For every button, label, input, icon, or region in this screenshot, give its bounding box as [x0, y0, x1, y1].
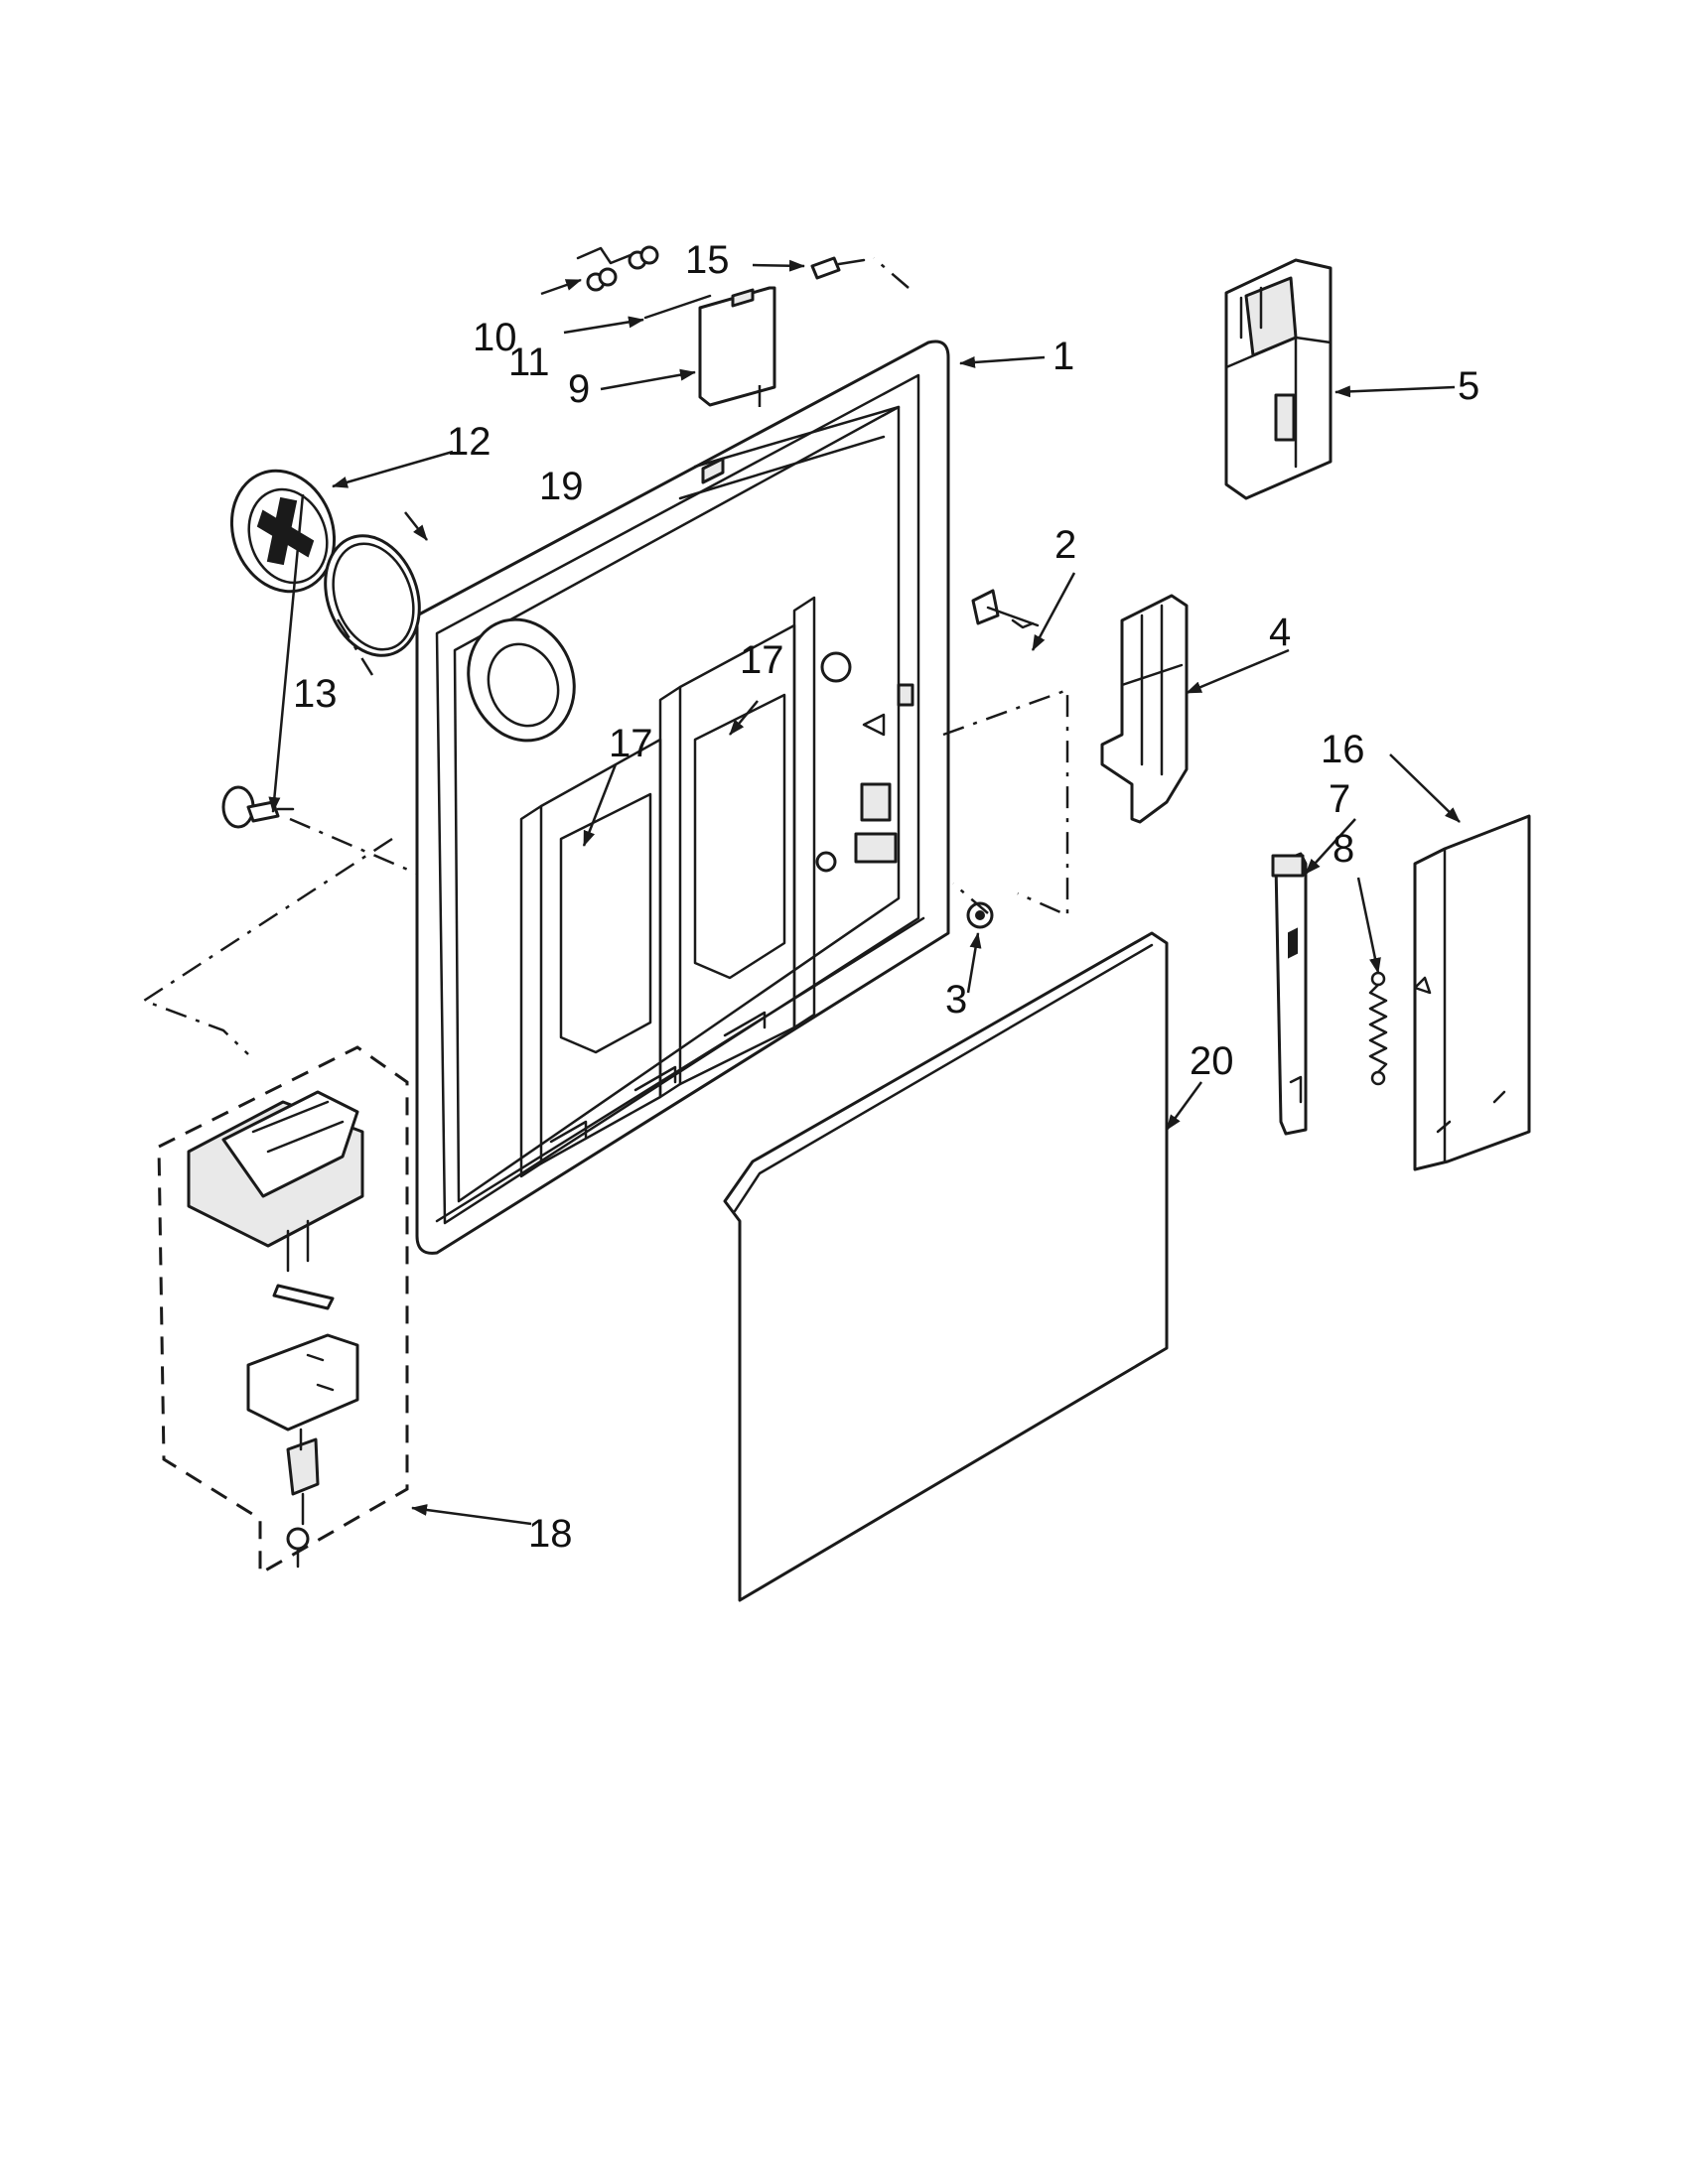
callout-18: 18	[528, 1512, 573, 1556]
screw-15	[810, 256, 866, 280]
dispenser-cap	[229, 469, 337, 594]
hinge-pin	[643, 294, 712, 320]
callout-1: 1	[1052, 335, 1074, 378]
callout-17a: 17	[740, 638, 784, 682]
inner-door-panel	[415, 340, 950, 1255]
knob	[221, 785, 295, 829]
callout-4: 4	[1269, 611, 1291, 654]
callout-15: 15	[685, 238, 730, 282]
callout-11: 11	[508, 341, 550, 384]
callout-13: 13	[293, 672, 338, 716]
callout-2: 2	[1054, 523, 1076, 567]
assembly-lines	[141, 257, 1069, 1055]
latch-bracket	[1100, 594, 1189, 824]
outer-door-panel	[723, 931, 1169, 1602]
callout-16: 16	[1321, 728, 1365, 771]
cover-plate	[698, 286, 776, 407]
callout-17b: 17	[609, 722, 653, 765]
side-panel	[1413, 814, 1531, 1171]
callout-3: 3	[945, 978, 967, 1022]
callout-12: 12	[447, 420, 491, 464]
dispenser-seal	[324, 534, 421, 657]
callout-8: 8	[1333, 827, 1354, 871]
leader-lines	[268, 259, 1461, 1526]
latch-housing	[1224, 258, 1333, 500]
callout-5: 5	[1458, 364, 1479, 408]
nut	[966, 901, 994, 929]
callout-20: 20	[1190, 1039, 1234, 1083]
spring-clip	[576, 245, 659, 292]
callout-7: 7	[1329, 777, 1350, 821]
dispenser-assembly	[157, 1045, 409, 1576]
latch-slide	[1271, 852, 1308, 1136]
callouts: 1 2 3 4 5 7 8 9 10 11 12 13 15 16 17 17 …	[293, 238, 1479, 1556]
callout-10: 10	[473, 316, 517, 359]
callout-9: 9	[568, 367, 590, 411]
spring	[1368, 971, 1388, 1086]
callout-19: 19	[539, 465, 584, 508]
latch-pin	[971, 589, 1040, 629]
